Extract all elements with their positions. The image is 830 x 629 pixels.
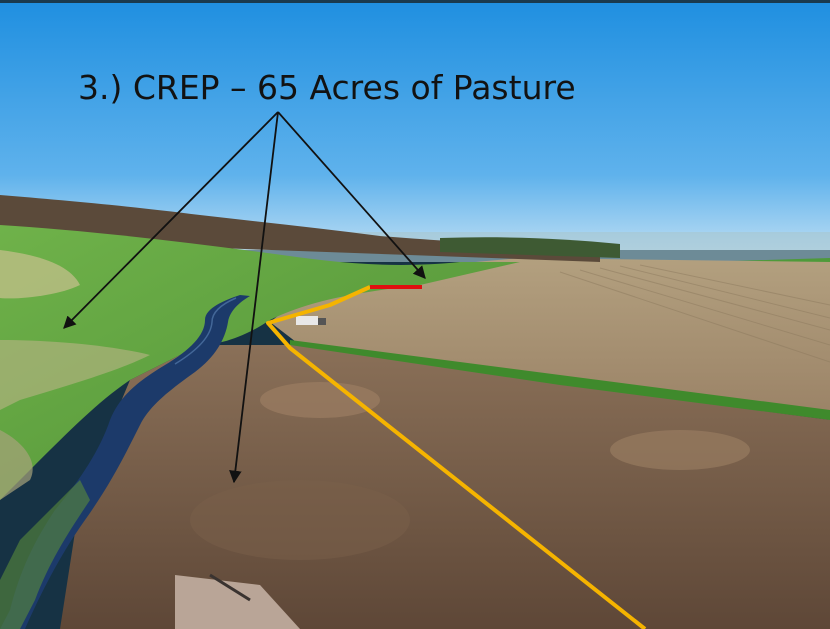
property-boundary-line (266, 285, 647, 629)
arrow-left (63, 111, 279, 329)
callout-arrows (63, 111, 426, 484)
plowed-field (60, 345, 830, 629)
arrow-down (229, 111, 279, 484)
arrow-right (277, 111, 426, 279)
structure (175, 575, 300, 629)
field-rows (559, 264, 830, 363)
vehicle (296, 316, 318, 325)
creek (0, 295, 250, 629)
slide-caption: 3.) CREP – 65 Acres of Pasture (78, 68, 576, 107)
harvested-field (270, 258, 830, 420)
pasture (0, 225, 520, 500)
